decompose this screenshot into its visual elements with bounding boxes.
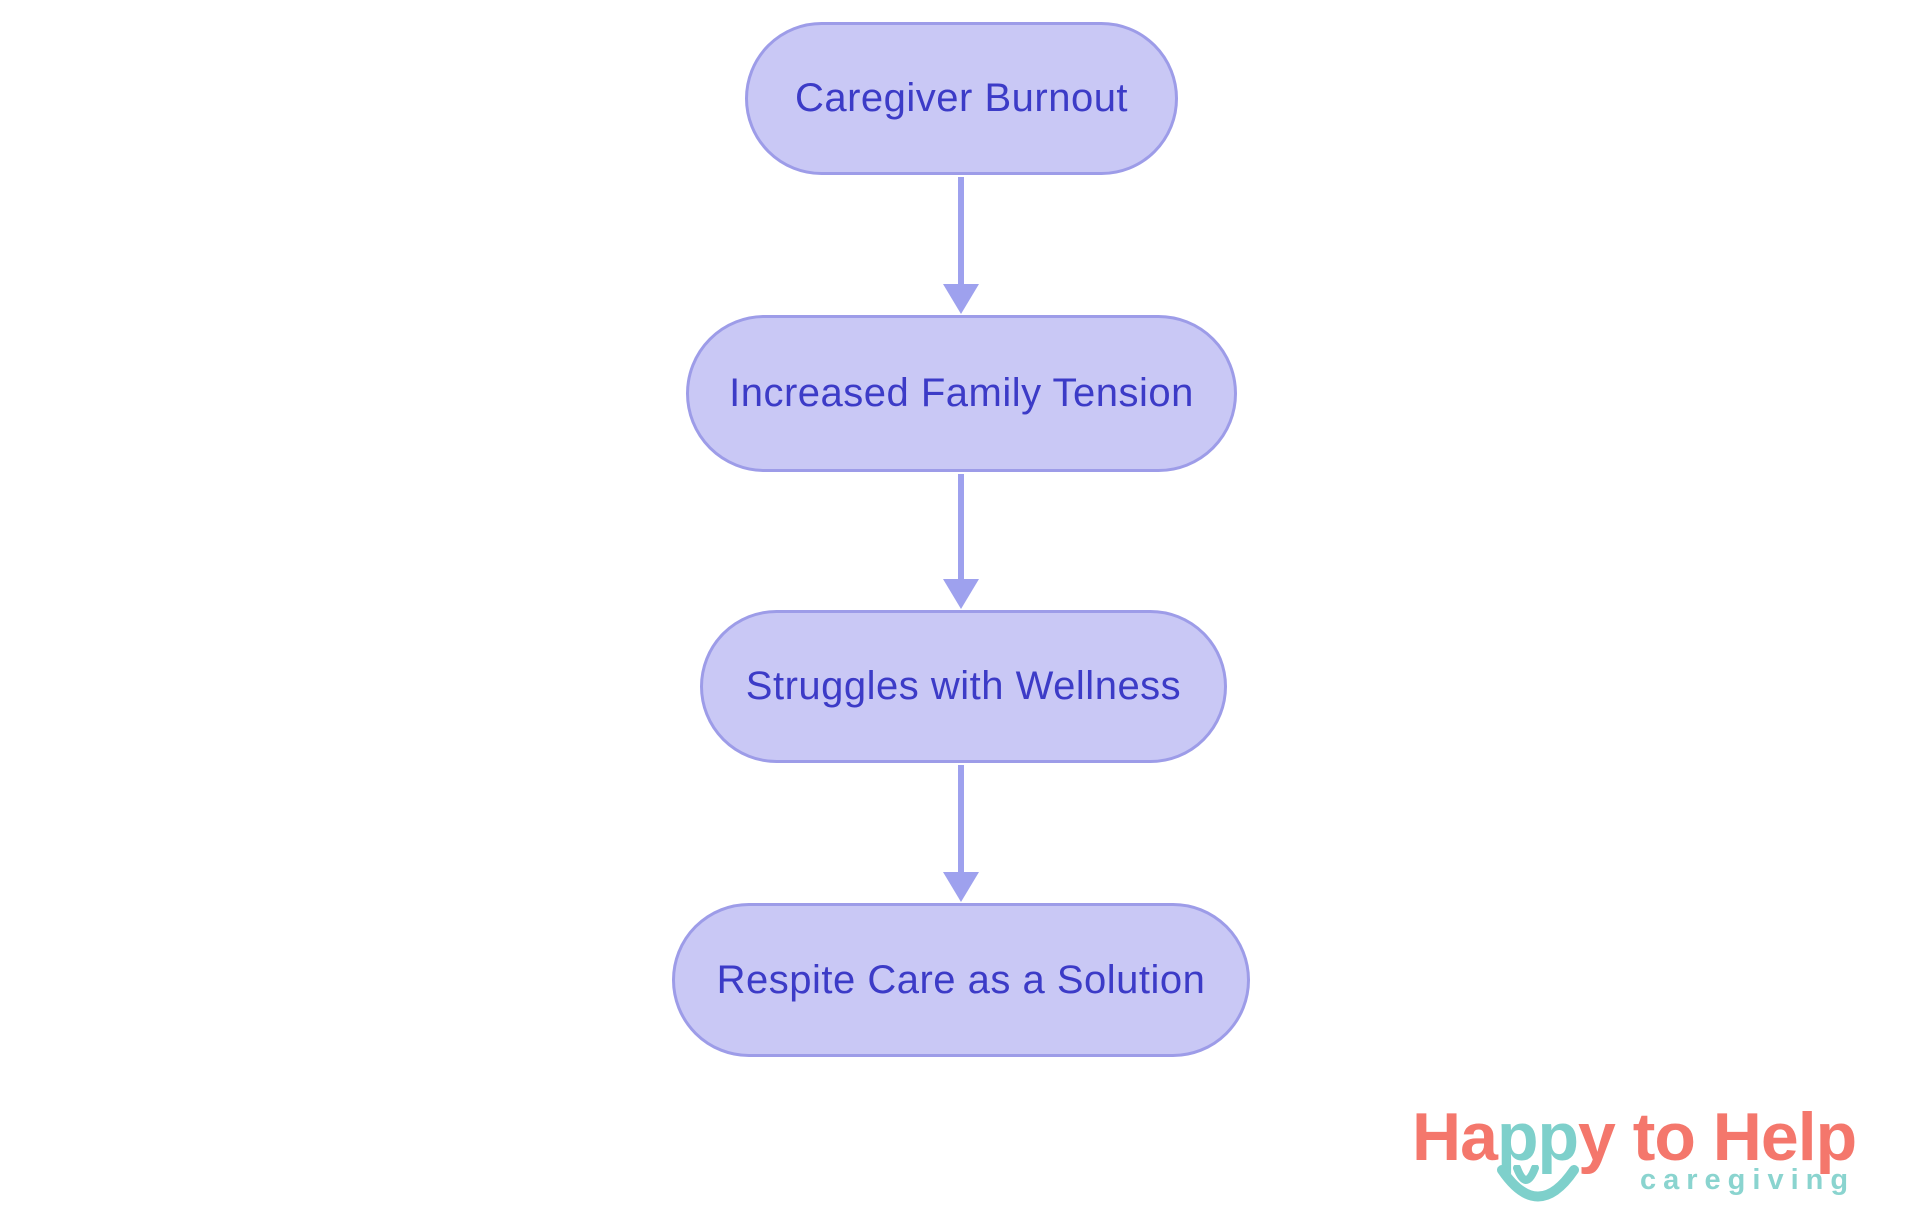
arrow-shaft xyxy=(958,765,964,872)
flow-node-label: Increased Family Tension xyxy=(729,371,1194,415)
logo-tagline: caregiving xyxy=(1640,1164,1856,1196)
flow-node-caregiver-burnout: Caregiver Burnout xyxy=(745,22,1178,175)
arrowhead-icon xyxy=(943,284,979,314)
flow-node-label: Caregiver Burnout xyxy=(794,76,1129,120)
smile-icon xyxy=(1497,1165,1579,1202)
logo-wordmark: Happy to Help xyxy=(1412,1103,1857,1171)
flow-node-label: Respite Care as a Solution xyxy=(716,957,1206,1002)
arrow-shaft xyxy=(958,474,964,579)
flow-node-increased-family-tension: Increased Family Tension xyxy=(686,315,1237,472)
arrowhead-icon xyxy=(943,872,979,902)
arrow-shaft xyxy=(958,177,964,284)
down-arrow-connector-3 xyxy=(943,765,979,902)
flow-node-respite-care-solution: Respite Care as a Solution xyxy=(672,903,1250,1057)
logo-text-pp: pp xyxy=(1496,1099,1579,1175)
flow-node-struggles-with-wellness: Struggles with Wellness xyxy=(700,610,1227,763)
down-arrow-connector-2 xyxy=(943,474,979,609)
arrowhead-icon xyxy=(943,579,979,609)
logo-text-y-to-help: y to Help xyxy=(1578,1099,1857,1175)
flow-node-label: Struggles with Wellness xyxy=(745,664,1182,708)
logo-text-ha: Ha xyxy=(1412,1099,1498,1175)
happy-to-help-logo: Happy to Help caregiving xyxy=(1412,1103,1882,1211)
down-arrow-connector-1 xyxy=(943,177,979,314)
